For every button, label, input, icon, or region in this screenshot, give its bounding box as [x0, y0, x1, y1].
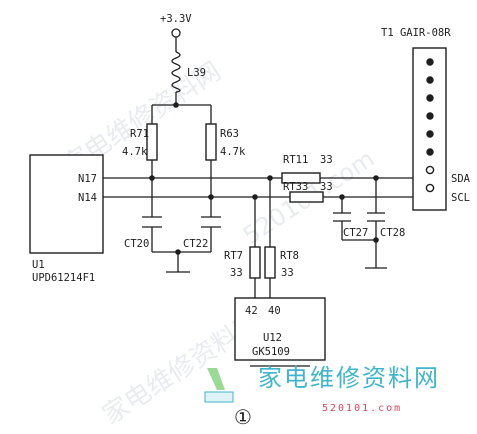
connector-pin: [426, 130, 434, 138]
connector-pin: [425, 183, 435, 193]
connector-t1-scl: SCL: [451, 192, 470, 204]
inductor-label: L39: [187, 67, 206, 79]
resistor-rt7: RT7 33: [224, 246, 261, 279]
resistor-r71: R71 4.7k: [122, 123, 158, 161]
resistor-r63: R63 4.7k: [205, 123, 246, 161]
connector-t1-pins: [425, 58, 435, 193]
capacitor-ct27-label: CT27: [343, 227, 368, 239]
chip-u1: N17 N14 U1 UPD61214F1: [29, 154, 104, 284]
site-logo: 家电维修资料网 520101.com: [204, 364, 440, 414]
connector-pin: [426, 58, 434, 66]
resistor-r63-name: R63: [220, 128, 239, 140]
chip-u12-ref: U12: [263, 332, 282, 344]
connector-pin: [426, 76, 434, 84]
capacitor-ct20-label: CT20: [124, 238, 149, 250]
resistor-r63-value: 4.7k: [220, 146, 246, 158]
connector-t1-label: T1 GAIR-08R: [381, 27, 451, 39]
resistor-r63-body: [205, 123, 217, 161]
logo-mark-icon: [207, 368, 225, 390]
resistor-rt33-value: 33: [320, 181, 333, 193]
capacitor-ct27: CT27: [333, 212, 368, 239]
resistor-rt11-value: 33: [320, 154, 333, 166]
capacitor-ct28: CT28: [367, 212, 405, 239]
connector-pin: [425, 165, 435, 175]
capacitor-ct22: CT22: [183, 216, 221, 250]
supply-label: +3.3V: [160, 13, 192, 25]
resistor-rt11-body: [281, 172, 321, 184]
resistor-rt11-name: RT11: [283, 154, 308, 166]
resistor-r71-name: R71: [130, 128, 149, 140]
resistor-rt8-name: RT8: [280, 250, 299, 262]
resistor-rt7-name: RT7: [224, 250, 243, 262]
resistor-rt7-body: [249, 246, 261, 279]
supply-3v3: +3.3V: [160, 13, 192, 38]
resistor-r71-value: 4.7k: [122, 146, 148, 158]
resistor-rt8: RT8 33: [264, 246, 299, 279]
chip-u1-pin-scl: N14: [78, 192, 97, 204]
resistor-rt8-value: 33: [281, 267, 294, 279]
chip-u1-body: [29, 154, 104, 254]
chip-u1-ref: U1: [32, 259, 45, 271]
junctions: [149, 102, 379, 255]
connector-pin: [426, 112, 434, 120]
resistor-rt33-body: [289, 191, 324, 203]
connector-pin: [426, 94, 434, 102]
resistor-rt33: RT33 33: [283, 181, 333, 203]
figure-number: ①: [234, 405, 252, 429]
capacitor-ct20: CT20: [124, 216, 162, 250]
connector-t1-body: [412, 47, 447, 211]
chip-u12-part: GK5109: [252, 346, 290, 358]
connector-t1: T1 GAIR-08R SDA SCL: [381, 27, 471, 211]
resistor-rt8-body: [264, 246, 276, 279]
capacitor-ct28-label: CT28: [380, 227, 405, 239]
capacitor-ct22-label: CT22: [183, 238, 208, 250]
chip-u12-pin-42: 42: [245, 305, 258, 317]
resistor-rt33-name: RT33: [283, 181, 308, 193]
resistor-rt11: RT11 33: [281, 154, 333, 184]
chip-u1-pin-sda: N17: [78, 173, 97, 185]
connector-pin: [426, 148, 434, 156]
logo-url: 520101.com: [322, 403, 402, 414]
resistor-r71-body: [146, 123, 158, 161]
chip-u12-pin-40: 40: [268, 305, 281, 317]
chip-u12: 42 40 U12 GK5109: [234, 297, 326, 361]
inductor-l39: L39: [171, 51, 206, 93]
supply-terminal-icon: [171, 28, 181, 38]
inductor-coil-icon: [171, 51, 181, 93]
logo-text: 家电维修资料网: [258, 364, 440, 392]
resistor-rt7-value: 33: [230, 267, 243, 279]
chip-u1-part: UPD61214F1: [32, 272, 95, 284]
connector-t1-sda: SDA: [451, 173, 471, 185]
logo-base-icon: [204, 391, 234, 403]
chip-u12-body: [234, 297, 326, 361]
